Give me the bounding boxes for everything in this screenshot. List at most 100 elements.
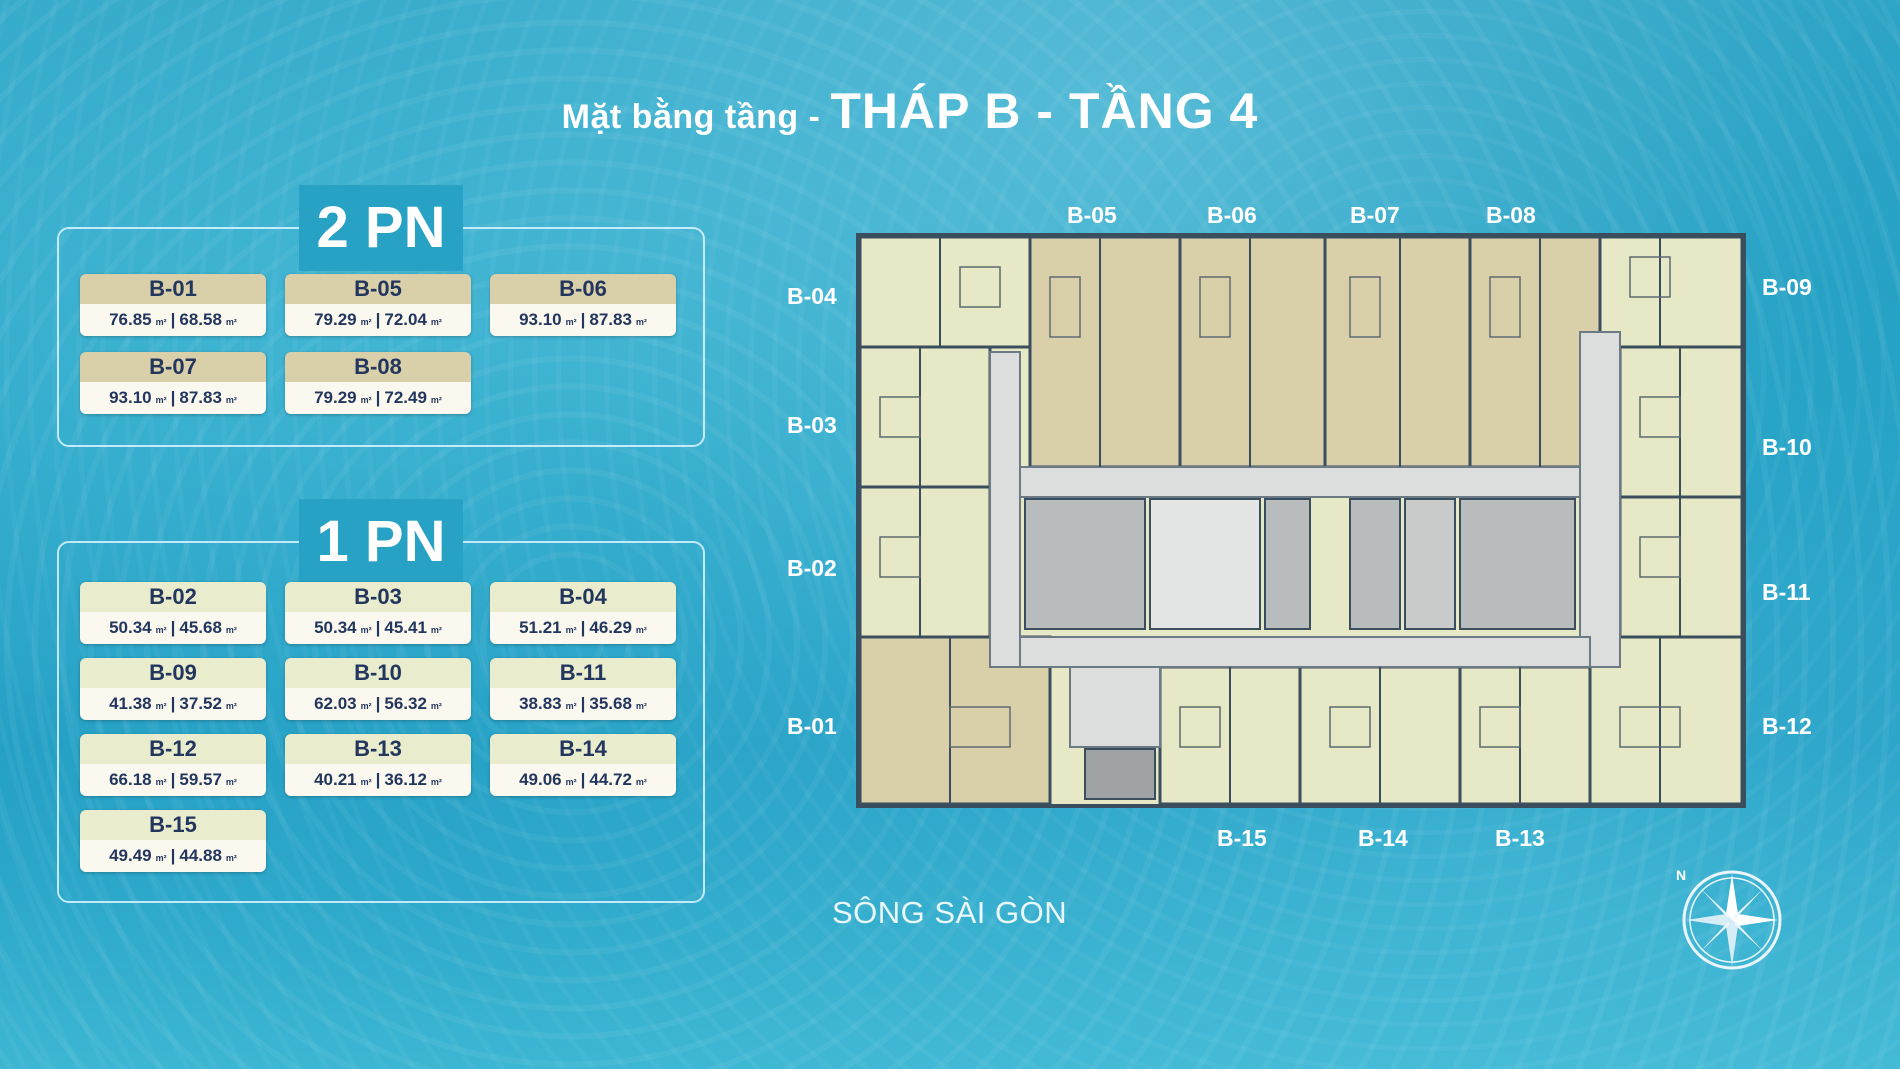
core-shaft: [1149, 498, 1261, 630]
area-net: 37.52: [179, 694, 222, 713]
plan-label-top-1: B-06: [1207, 202, 1257, 228]
unit-code: B-05: [285, 274, 471, 304]
area-net: 45.41: [384, 618, 427, 637]
area-separator: |: [170, 846, 176, 865]
area-unit: m²: [565, 625, 577, 635]
unit-b02: [858, 485, 992, 639]
plan-label-top-0: B-05: [1067, 202, 1117, 228]
area-separator: |: [170, 388, 176, 407]
area-unit: m²: [155, 701, 167, 711]
area-unit: m²: [225, 625, 237, 635]
area-gross: 49.49: [109, 846, 152, 865]
area-unit: m²: [360, 625, 372, 635]
area-unit: m²: [565, 317, 577, 327]
unit-code: B-14: [490, 734, 676, 764]
core-services: [1459, 498, 1576, 630]
unit-b04: [858, 235, 1032, 349]
core-lift-1: [1264, 498, 1311, 630]
group-2pn-title: 2 PN: [298, 185, 464, 271]
unit-b03: [858, 345, 992, 489]
unit-code: B-08: [285, 352, 471, 382]
title-lead: Mặt bằng tầng -: [561, 98, 831, 136]
area-net: 72.04: [384, 310, 427, 329]
unit-code: B-10: [285, 658, 471, 688]
core-lift-2: [1349, 498, 1401, 630]
area-gross: 41.38: [109, 694, 152, 713]
area-gross: 93.10: [109, 388, 152, 407]
unit-code: B-03: [285, 582, 471, 612]
area-unit: m²: [155, 395, 167, 405]
area-net: 35.68: [589, 694, 632, 713]
area-unit: m²: [225, 701, 237, 711]
area-separator: |: [375, 388, 381, 407]
area-separator: |: [170, 694, 176, 713]
unit-code: B-06: [490, 274, 676, 304]
plan-label-top-2: B-07: [1350, 202, 1400, 228]
area-net: 56.32: [384, 694, 427, 713]
area-gross: 40.21: [314, 770, 357, 789]
area-separator: |: [580, 770, 586, 789]
area-unit: m²: [155, 853, 167, 863]
area-separator: |: [170, 618, 176, 637]
unit-b09: [1598, 235, 1744, 349]
plan-label-top-3: B-08: [1486, 202, 1536, 228]
floor-plan: [856, 233, 1746, 808]
plan-label-right-2: B-11: [1762, 579, 1811, 605]
lobby: [1069, 666, 1161, 748]
area-unit: m²: [635, 625, 647, 635]
area-net: 59.57: [179, 770, 222, 789]
area-gross: 49.06: [519, 770, 562, 789]
area-unit: m²: [360, 395, 372, 405]
unit-b13: [1458, 665, 1592, 806]
plan-label-bottom-1: B-14: [1358, 825, 1408, 851]
area-unit: m²: [565, 701, 577, 711]
area-unit: m²: [360, 317, 372, 327]
area-separator: |: [375, 310, 381, 329]
corridor-right: [1579, 331, 1621, 668]
plan-label-bottom-2: B-13: [1495, 825, 1545, 851]
area-separator: |: [375, 618, 381, 637]
corridor-bottom: [1019, 636, 1591, 668]
area-unit: m²: [430, 395, 442, 405]
area-unit: m²: [225, 317, 237, 327]
plan-label-left-3: B-01: [787, 713, 837, 739]
plan-label-left-0: B-04: [787, 283, 837, 309]
unit-code: B-15: [80, 810, 266, 840]
unit-code: B-11: [490, 658, 676, 688]
area-unit: m²: [430, 701, 442, 711]
plan-label-right-3: B-12: [1762, 713, 1812, 739]
unit-code: B-09: [80, 658, 266, 688]
area-unit: m²: [635, 317, 647, 327]
area-gross: 62.03: [314, 694, 357, 713]
area-unit: m²: [155, 625, 167, 635]
area-separator: |: [375, 694, 381, 713]
plan-label-left-2: B-02: [787, 555, 837, 581]
area-separator: |: [580, 618, 586, 637]
unit-code: B-13: [285, 734, 471, 764]
area-gross: 66.18: [109, 770, 152, 789]
core-lift-lobby: [1084, 748, 1156, 800]
area-unit: m²: [225, 853, 237, 863]
plan-label-bottom-0: B-15: [1217, 825, 1267, 851]
area-gross: 51.21: [519, 618, 562, 637]
core-stair-left: [1024, 498, 1146, 630]
unit-code: B-04: [490, 582, 676, 612]
area-unit: m²: [430, 317, 442, 327]
group-1pn: 1 PN: [57, 499, 705, 903]
compass-icon: N: [1676, 867, 1782, 970]
area-net: 44.72: [589, 770, 632, 789]
